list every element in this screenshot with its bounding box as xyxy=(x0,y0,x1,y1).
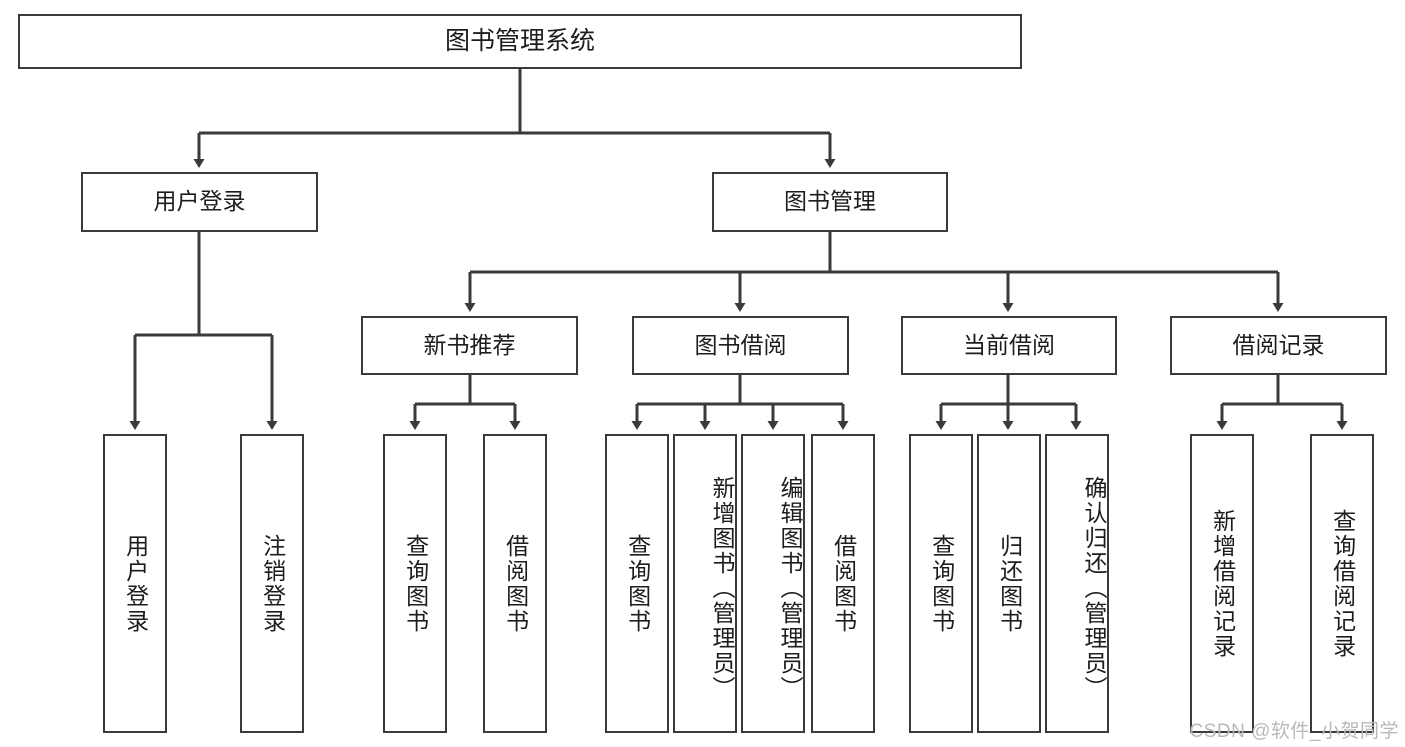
node-user-login[interactable]: 用户登录 xyxy=(81,172,318,232)
leaf-recommend-query-book[interactable]: 查询图书 xyxy=(383,434,447,733)
leaf-borrow-edit-book-admin[interactable]: 编辑图书（管理员） xyxy=(741,434,805,733)
node-root[interactable]: 图书管理系统 xyxy=(18,14,1022,69)
node-book-borrow[interactable]: 图书借阅 xyxy=(632,316,849,375)
node-borrow-record[interactable]: 借阅记录 xyxy=(1170,316,1387,375)
leaf-record-query-borrow-record[interactable]: 查询借阅记录 xyxy=(1310,434,1374,733)
watermark: CSDN @软件_小贺同学 xyxy=(1189,721,1399,742)
leaf-record-add-borrow-record[interactable]: 新增借阅记录 xyxy=(1190,434,1254,733)
leaf-borrow-add-book-admin[interactable]: 新增图书（管理员） xyxy=(673,434,737,733)
node-book-management[interactable]: 图书管理 xyxy=(712,172,948,232)
node-current-borrow[interactable]: 当前借阅 xyxy=(901,316,1117,375)
leaf-current-return-book[interactable]: 归还图书 xyxy=(977,434,1041,733)
leaf-user-login-signin[interactable]: 用户登录 xyxy=(103,434,167,733)
leaf-user-login-signout[interactable]: 注销登录 xyxy=(240,434,304,733)
leaf-borrow-query-book[interactable]: 查询图书 xyxy=(605,434,669,733)
leaf-current-query-book[interactable]: 查询图书 xyxy=(909,434,973,733)
leaf-current-confirm-return-admin[interactable]: 确认归还（管理员） xyxy=(1045,434,1109,733)
leaf-borrow-borrow-book[interactable]: 借阅图书 xyxy=(811,434,875,733)
node-new-book-recommend[interactable]: 新书推荐 xyxy=(361,316,578,375)
leaf-recommend-borrow-book[interactable]: 借阅图书 xyxy=(483,434,547,733)
